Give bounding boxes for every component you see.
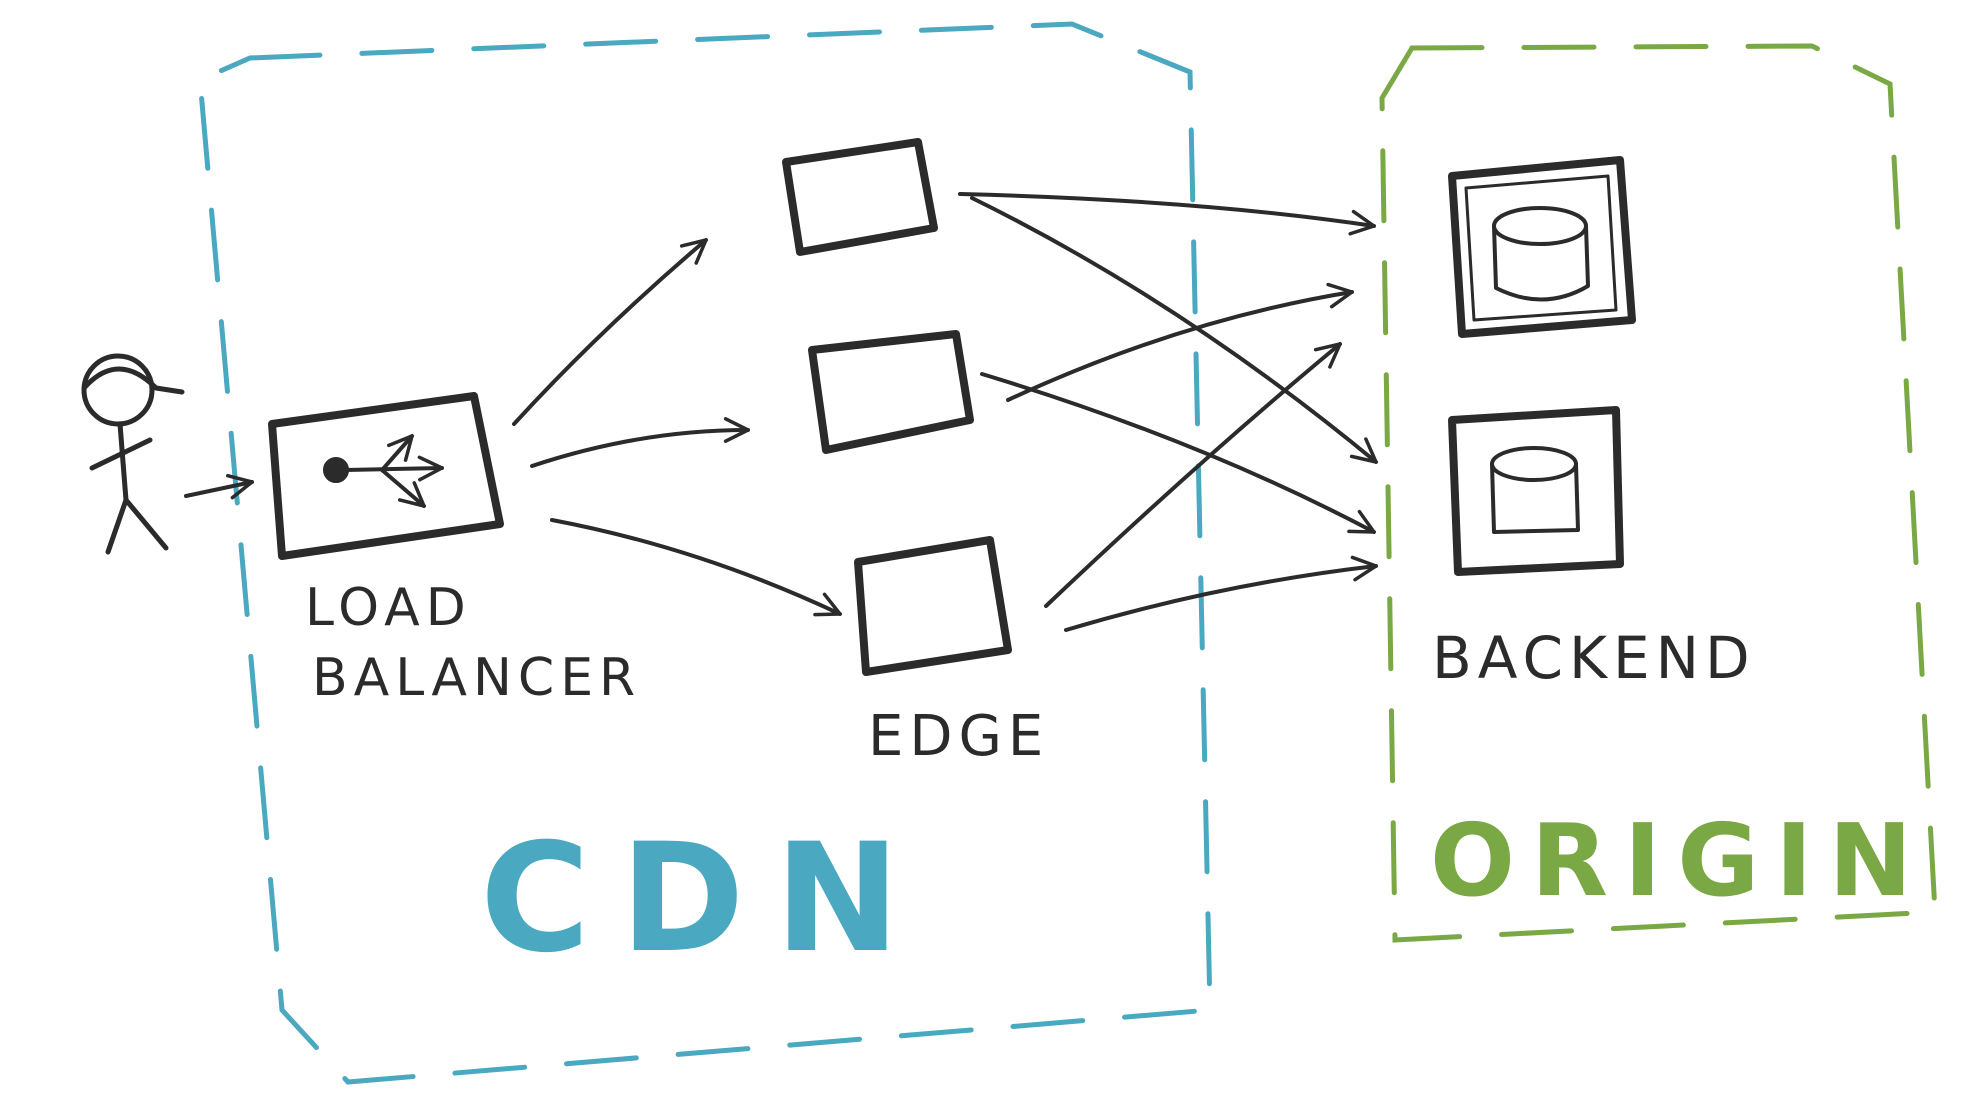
backend-nodes: BACKEND [1432,156,1756,692]
database-icon [1490,446,1580,534]
edge-node-2 [808,330,974,454]
cdn-region: CDN [197,21,1213,1085]
backend-node-1-inner [1464,174,1618,322]
cdn-region-border [197,21,1213,1085]
edge-1-to-backend-2-arrow [970,196,1378,464]
edge-3-to-backend-1-arrow [1044,342,1342,608]
edge-label: EDGE [868,704,1049,769]
backend-node-1-box [1448,156,1636,338]
cdn-region-label: CDN [480,812,930,986]
lb-to-edge-1-arrow [512,238,708,426]
lb-to-edge-2-arrow [530,417,750,468]
origin-region-label: ORIGIN [1430,802,1928,919]
origin-region-border [1379,43,1938,943]
stick-figure-user-icon [81,353,185,555]
backend-node-2 [1448,406,1624,576]
edge-3-to-backend-2-arrow [1064,555,1378,632]
load-balancer-label-line1: LOAD [305,578,472,638]
edge-node-1 [782,138,938,256]
backend-label: BACKEND [1432,624,1756,692]
edge-node-3 [854,536,1012,676]
edge-nodes: EDGE [782,138,1049,769]
load-balancer-icon [323,434,444,508]
edge-2-to-backend-1-arrow [1006,282,1354,402]
database-icon [1492,206,1590,302]
load-balancer-label-line2: BALANCER [312,648,641,708]
backend-node-1 [1448,156,1636,338]
edge-1-to-backend-1-arrow [958,192,1376,236]
backend-node-2-box [1448,406,1624,576]
load-balancer-node: LOAD BALANCER [268,392,641,708]
lb-to-edge-3-arrow [550,518,842,617]
origin-region: ORIGIN [1379,43,1938,943]
user-to-load-balancer-arrow [184,473,254,500]
load-balancer-box [268,392,504,560]
edge-2-to-backend-2-arrow [980,372,1376,534]
